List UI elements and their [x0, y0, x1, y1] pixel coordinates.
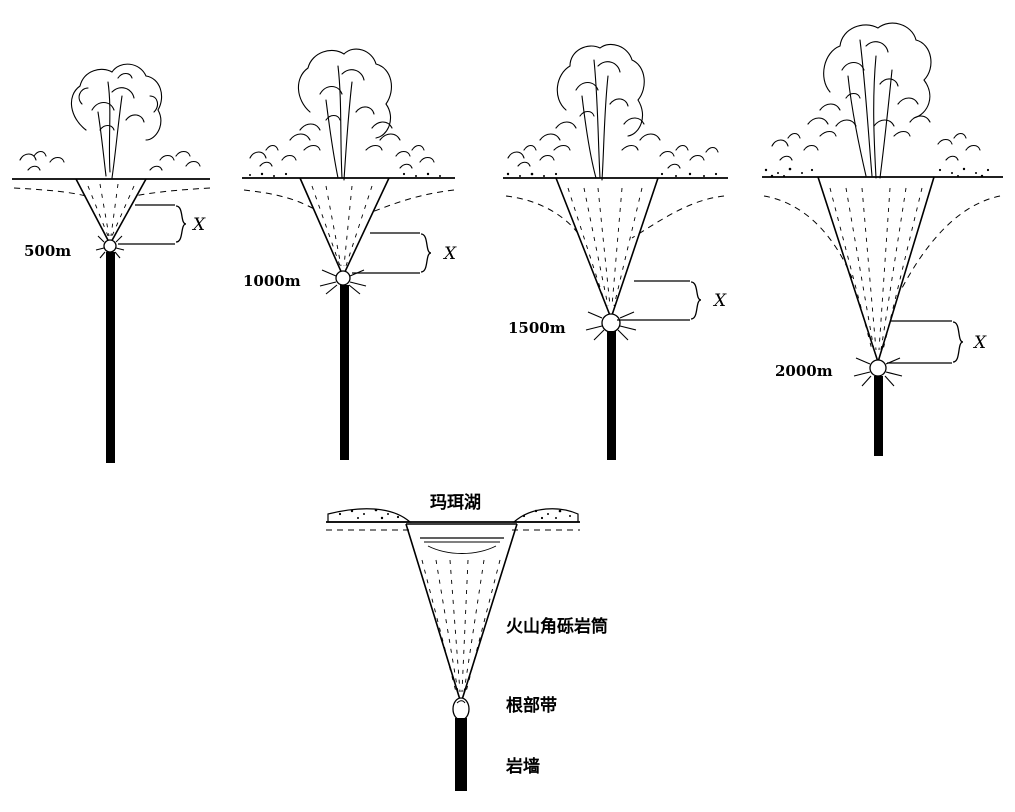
diatreme-cone-final [405, 523, 518, 706]
x-label-2000m: X [972, 333, 987, 353]
breccia-fill-500m [87, 183, 135, 237]
gap-bracket-1000m [352, 232, 432, 274]
x-label-1000m: X [442, 244, 457, 264]
stage-2000m: X 2000m [762, 22, 1003, 456]
root-zone-label: 根部带 [506, 695, 557, 716]
stage-1500m: X 1500m [503, 43, 728, 460]
depth-label-1500m: 1500m [508, 319, 566, 337]
stage-500m: X 500m [12, 63, 211, 463]
collapse-line-right-500m [133, 187, 211, 197]
eruption-plume-500m [19, 63, 201, 179]
gap-bracket-2000m [887, 320, 964, 364]
collapse-line-right-2000m [901, 195, 1001, 289]
collapse-line-left-500m [13, 187, 87, 197]
feeder-dike-final [455, 718, 467, 791]
breccia-fill-1500m [567, 187, 643, 307]
collapse-line-right-1000m [371, 189, 455, 213]
eruption-plume-2000m [771, 22, 981, 179]
feeder-dike-500m [106, 252, 115, 463]
gap-bracket-1500m [617, 280, 702, 321]
breccia-fill-final [421, 559, 501, 693]
eruption-plume-1000m [249, 48, 435, 181]
gap-bracket-500m [118, 204, 187, 245]
tephra-deposit-2000m [764, 167, 990, 178]
x-label-500m: X [191, 215, 206, 235]
explosion-chamber-2000m [853, 357, 903, 387]
eruption-plume-1500m [507, 43, 719, 181]
tephra-deposit-1500m [506, 172, 718, 177]
x-label-1500m: X [712, 291, 727, 311]
diatreme-cone-1000m [299, 177, 390, 278]
feeder-dike-2000m [874, 376, 883, 456]
maar-lake-label: 玛珥湖 [430, 493, 481, 513]
tephra-deposit-1000m [249, 172, 441, 177]
stage-1000m: X 1000m [242, 48, 457, 460]
breccia-fill-2000m [829, 187, 923, 351]
breccia-fill-1000m [311, 185, 373, 267]
lake-sediment-base [427, 545, 497, 554]
feeder-dike-1000m [340, 285, 349, 460]
diatreme-cone-2000m [817, 176, 935, 365]
dike-label: 岩墙 [505, 756, 540, 777]
tephra-ring-dots [338, 508, 571, 520]
explosion-chamber-1000m [319, 269, 367, 295]
depth-label-2000m: 2000m [775, 362, 833, 380]
collapse-line-right-1500m [631, 195, 725, 239]
root-zone-node [452, 697, 470, 721]
feeder-dike-1500m [607, 331, 616, 460]
collapse-line-left-1500m [505, 195, 581, 237]
depth-label-500m: 500m [24, 242, 71, 260]
root-zone-texture [456, 700, 466, 704]
tephra-ring-right [512, 508, 579, 523]
explosion-chamber-1500m [585, 311, 637, 341]
collapse-line-left-1000m [243, 189, 317, 211]
final-maar-diatreme-section: 玛珥湖 火山角砾岩筒 根部带 岩墙 [326, 493, 608, 791]
diatreme-label: 火山角砾岩筒 [506, 616, 608, 637]
collapse-line-left-2000m [763, 195, 853, 279]
tephra-ring-left [327, 508, 412, 523]
depth-label-1000m: 1000m [243, 272, 301, 290]
